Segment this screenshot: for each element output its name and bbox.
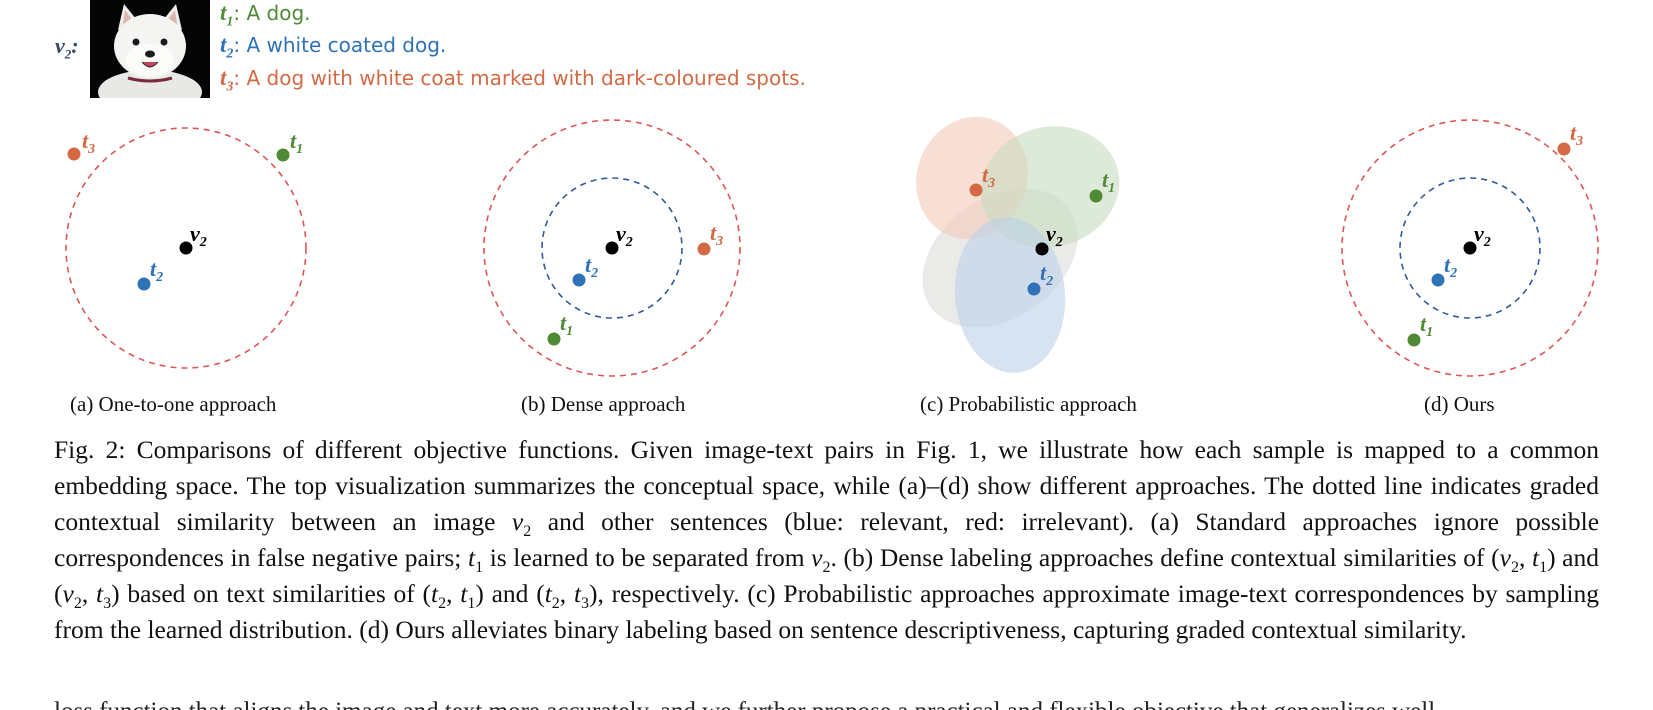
label-t3: t3 bbox=[1570, 120, 1583, 149]
caption-a: (a) One-to-one approach bbox=[70, 392, 277, 416]
distribution-green bbox=[980, 126, 1120, 248]
label-t1: t1 bbox=[290, 128, 303, 157]
label-v2: v2 bbox=[190, 221, 207, 250]
panel-one-to-one: t3 t1 v2 t2 bbox=[40, 110, 360, 400]
label-t1: t1 bbox=[1420, 311, 1433, 340]
point-t2 bbox=[137, 277, 151, 291]
point-t2 bbox=[572, 273, 586, 287]
panel-probabilistic: t3 t1 v2 t2 bbox=[900, 110, 1220, 400]
label-t3: t3 bbox=[710, 220, 723, 249]
point-t1 bbox=[276, 148, 290, 162]
point-t2 bbox=[1431, 273, 1445, 287]
label-v2: v2 bbox=[616, 221, 633, 250]
similarity-circle-red bbox=[65, 127, 307, 369]
image-label: v2: bbox=[55, 33, 79, 62]
caption-b: (b) Dense approach bbox=[521, 392, 686, 416]
legend: v2: t1: A dog. t2: A white coated dog. bbox=[0, 0, 900, 100]
dog-photo bbox=[90, 0, 210, 98]
point-t3 bbox=[67, 147, 81, 161]
label-t2: t2 bbox=[150, 256, 163, 285]
panel-dense: v2 t3 t2 t1 bbox=[462, 110, 782, 400]
legend-t3: t3: A dog with white coat marked with da… bbox=[220, 65, 806, 95]
point-v2 bbox=[1463, 241, 1477, 255]
point-v2 bbox=[179, 241, 193, 255]
caption-c: (c) Probabilistic approach bbox=[920, 392, 1137, 416]
label-v2: v2 bbox=[1474, 221, 1491, 250]
similarity-circle-red bbox=[1341, 119, 1599, 377]
figure-caption: Fig. 2: Comparisons of different objecti… bbox=[54, 435, 1600, 644]
panel-ours: t3 v2 t2 t1 bbox=[1320, 110, 1640, 400]
label-t1: t1 bbox=[560, 310, 573, 339]
point-v2 bbox=[605, 241, 619, 255]
similarity-circle-blue bbox=[541, 177, 683, 319]
point-t3 bbox=[697, 242, 711, 256]
point-v2 bbox=[1035, 242, 1049, 256]
label-t2: t2 bbox=[585, 252, 598, 281]
point-t1 bbox=[1089, 189, 1103, 203]
legend-t1: t1: A dog. bbox=[220, 0, 311, 30]
label-t2: t2 bbox=[1444, 252, 1457, 281]
body-text-cutoff: loss function that aligns the image and … bbox=[54, 698, 1599, 710]
point-t3 bbox=[1557, 142, 1571, 156]
distribution-blue bbox=[954, 217, 1066, 373]
caption-d: (d) Ours bbox=[1424, 392, 1495, 416]
point-t1 bbox=[1407, 333, 1421, 347]
label-t3: t3 bbox=[82, 128, 95, 157]
similarity-circle-blue bbox=[1399, 177, 1541, 319]
legend-t2: t2: A white coated dog. bbox=[220, 32, 447, 62]
point-t1 bbox=[547, 332, 561, 346]
similarity-circle-red bbox=[483, 119, 741, 377]
point-t3 bbox=[969, 183, 983, 197]
point-t2 bbox=[1027, 282, 1041, 296]
